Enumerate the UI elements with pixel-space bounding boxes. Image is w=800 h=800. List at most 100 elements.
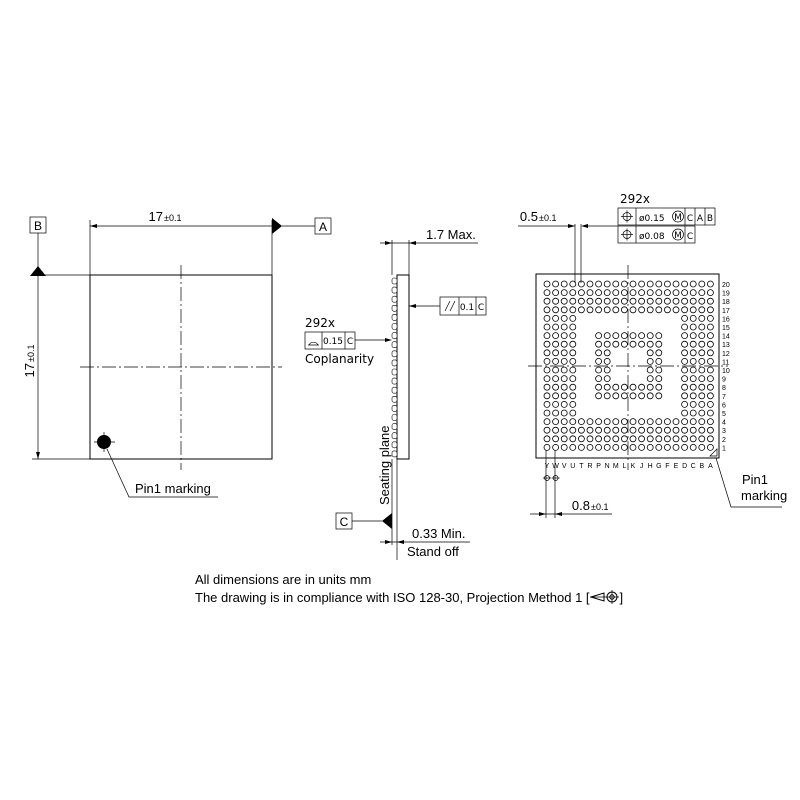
fcf2-datum-1: C (687, 232, 693, 242)
solder-ball (664, 280, 671, 288)
solder-ball (621, 443, 628, 451)
solder-ball (603, 332, 611, 340)
solder-ball (707, 332, 714, 340)
solder-ball (552, 366, 559, 374)
solder-ball (655, 297, 663, 305)
standoff-arrow-left (385, 540, 392, 544)
solder-ball (681, 314, 688, 322)
solder-ball (560, 366, 568, 374)
row-label: 20 (722, 282, 730, 289)
row-label: 5 (722, 411, 726, 418)
solder-ball (603, 375, 611, 383)
solder-ball (552, 332, 559, 340)
solder-ball (698, 323, 706, 331)
row-label: 6 (722, 402, 726, 409)
solder-ball (612, 435, 620, 443)
solder-ball (689, 435, 697, 443)
fcf2-modifier: M (674, 231, 682, 241)
ball-dia-arrow (568, 224, 575, 228)
row-label: 4 (722, 420, 726, 427)
solder-ball (689, 349, 697, 357)
solder-ball (603, 366, 611, 374)
solder-ball (707, 418, 714, 426)
ball-dia-tolerance: ±0.1 (539, 213, 556, 223)
solder-ball (698, 332, 706, 340)
solder-ball (569, 280, 577, 288)
solder-ball (698, 418, 706, 426)
solder-ball (612, 383, 620, 391)
row-label: 19 (722, 291, 730, 298)
datum-b-triangle (30, 266, 46, 276)
pin1-corner-mark (709, 448, 718, 457)
solder-ball (595, 297, 602, 305)
parallelism-frame (439, 296, 487, 316)
solder-ball (707, 366, 714, 374)
solder-ball (664, 435, 671, 443)
solder-ball (646, 349, 654, 357)
solder-ball (552, 306, 559, 314)
solder-ball (655, 392, 663, 400)
solder-ball (655, 349, 663, 357)
column-label: M (613, 463, 619, 470)
solder-ball (646, 306, 654, 314)
solder-ball (655, 418, 663, 426)
solder-ball (681, 297, 688, 305)
solder-ball (621, 383, 628, 391)
solder-ball (543, 349, 551, 357)
side-solder-ball (391, 386, 398, 394)
solder-ball (560, 323, 568, 331)
row-label: 15 (722, 325, 730, 332)
solder-ball (681, 418, 688, 426)
side-solder-ball (391, 332, 398, 339)
coplanarity-value: 0.15 (323, 337, 343, 347)
solder-ball (603, 418, 611, 426)
solder-ball (681, 340, 688, 348)
solder-ball (698, 392, 706, 400)
drawing-notes: All dimensions are in units mm The drawi… (195, 571, 623, 607)
solder-ball (707, 392, 714, 400)
solder-ball (552, 426, 559, 434)
solder-ball (672, 435, 680, 443)
column-label: E (674, 463, 679, 470)
solder-ball (569, 375, 577, 383)
solder-ball (655, 357, 663, 365)
solder-ball (689, 383, 697, 391)
solder-ball (595, 366, 602, 374)
solder-ball (595, 349, 602, 357)
solder-ball (689, 357, 697, 365)
solder-ball (543, 426, 551, 434)
solder-ball (707, 306, 714, 314)
column-label: W (552, 463, 559, 470)
solder-ball (552, 443, 559, 451)
solder-ball (689, 297, 697, 305)
solder-ball (707, 280, 714, 288)
solder-ball (689, 426, 697, 434)
side-solder-ball (391, 286, 398, 294)
solder-ball (552, 400, 559, 408)
width-arrow-left (90, 224, 97, 228)
solder-ball (543, 297, 551, 305)
pin1-bottom-leader (715, 457, 782, 508)
column-label: Y (545, 463, 550, 470)
solder-ball (638, 383, 645, 391)
solder-ball (560, 306, 568, 314)
solder-ball (664, 297, 671, 305)
row-label: 14 (722, 334, 730, 341)
solder-ball (655, 375, 663, 383)
solder-ball (689, 323, 697, 331)
side-solder-ball (391, 350, 398, 358)
solder-ball (621, 435, 628, 443)
side-solder-ball (391, 277, 398, 285)
solder-ball (560, 297, 568, 305)
solder-ball (646, 443, 654, 451)
solder-ball (595, 383, 602, 391)
solder-ball (689, 409, 697, 417)
solder-ball (621, 392, 628, 400)
solder-ball (698, 409, 706, 417)
solder-ball (698, 349, 706, 357)
solder-ball (698, 383, 706, 391)
solder-ball (638, 340, 645, 348)
height-dimension-tolerance: ±0.1 (26, 345, 36, 362)
solder-ball (646, 435, 654, 443)
solder-ball (543, 383, 551, 391)
